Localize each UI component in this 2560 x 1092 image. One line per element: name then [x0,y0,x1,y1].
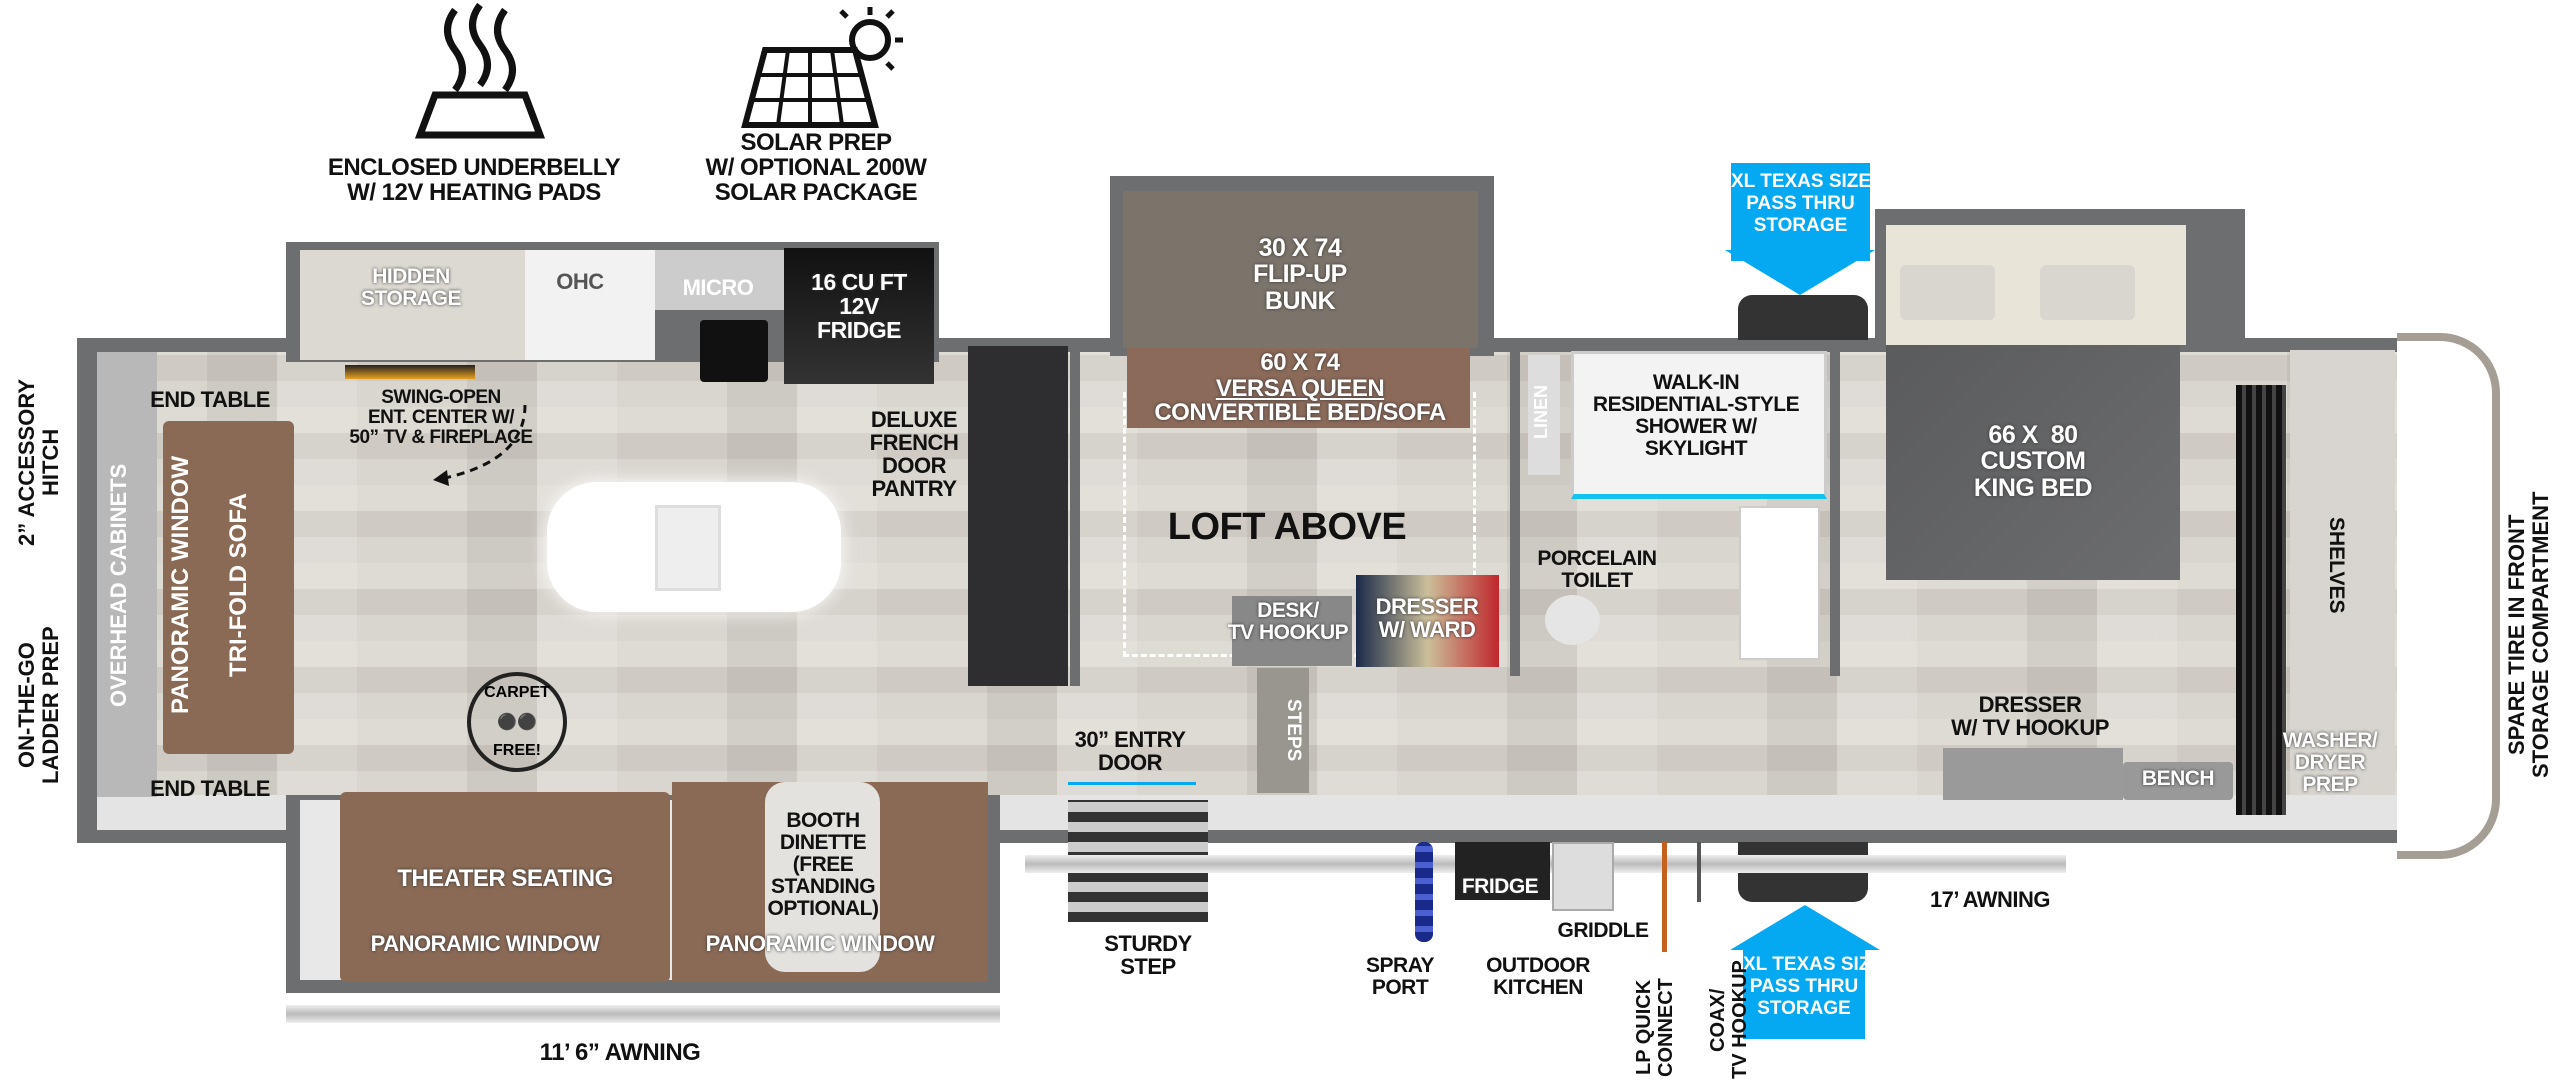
steps [1257,668,1309,793]
king-bed-label: 66 X 80 CUSTOM KING BED [1973,421,2093,502]
closet-doors [2236,385,2286,815]
griddle [1552,842,1614,911]
awning-rear-label: 11’ 6” AWNING [539,1039,701,1066]
storage-door-top [1738,295,1868,340]
fridge-label: 16 CU FT 12V FRIDGE [811,269,907,344]
pillow [2040,265,2135,320]
coax-label: COAX/ TV HOOKUP [1707,960,1751,1080]
pillow [1900,265,1995,320]
hidden-storage-label: HIDDEN STORAGE [361,265,461,311]
sofa-label: TRI-FOLD SOFA [225,493,252,677]
awning-rear [286,1005,1000,1023]
fridge [784,248,934,384]
shower-label: WALK-IN RESIDENTIAL-STYLE SHOWER W/ SKYL… [1592,371,1800,461]
vanity-sink [1739,506,1820,660]
window-right-label: PANORAMIC WINDOW [705,931,935,956]
heating-pads-icon [414,2,546,139]
entry-door-label: 30” ENTRY DOOR [1074,727,1186,776]
spray-port-hose-icon [1415,842,1433,942]
fireplace-icon [345,365,475,379]
shower [1571,351,1827,499]
outdoor-fridge-label: FRIDGE [1461,875,1539,898]
closet [2290,350,2395,795]
underbelly-label: ENCLOSED UNDERBELLY W/ 12V HEATING PADS [327,154,621,207]
storage-top-callout: XL TEXAS SIZE PASS THRU STORAGE [1731,163,1871,261]
loft-above-label: LOFT ABOVE [1167,506,1407,548]
bench-label: BENCH [2141,767,2215,790]
rear-window-label: PANORAMIC WINDOW [167,455,194,715]
linen-closet [1528,355,1560,475]
desk [1232,596,1352,666]
cooktop-icon [700,320,768,382]
versa-name: VERSA QUEEN [1215,375,1385,402]
ent-center-label: SWING-OPEN ENT. CENTER W/ 50” TV & FIREP… [349,387,533,448]
flip-up-bunk [1123,191,1478,348]
microwave [655,250,785,310]
theater-label: THEATER SEATING [397,865,613,892]
micro-label: MICRO [682,275,754,300]
outdoor-kitchen-label: OUTDOOR KITCHEN [1486,954,1590,1000]
pantry-label: DELUXE FRENCH DOOR PANTRY [869,407,959,502]
solar-panel-icon [741,7,903,128]
window-left-label: PANORAMIC WINDOW [370,931,600,956]
versa-size: 60 X 74 [1260,349,1340,376]
steps-label: STEPS [1282,698,1304,762]
bedroom-dresser-label: DRESSER W/ TV HOOKUP [1951,692,2109,741]
spray-port-label: SPRAY PORT [1366,954,1434,1000]
griddle-label: GRIDDLE [1557,919,1650,942]
washer-dryer-label: WASHER/ DRYER PREP [2282,729,2378,797]
awning-main-label: 17’ AWNING [1929,887,2051,912]
king-bed [1886,345,2180,580]
outdoor-fridge [1455,842,1550,900]
versa-queen-bed [1127,348,1470,428]
end-table-top: END TABLE [150,387,270,412]
front-cap [2397,333,2500,859]
interior-wall [1070,346,1080,686]
bedroom-dresser [1943,748,2123,800]
toilet-label: PORCELAIN TOILET [1537,547,1657,593]
bench [2123,762,2233,800]
dresser-wardrobe [1356,575,1499,667]
interior-wall [1510,346,1520,676]
arrow-up-icon [1730,905,1880,950]
coax-cable [1697,842,1701,902]
theater-seating [340,792,670,982]
toilet-icon [1545,595,1600,645]
overhead-cabinets [97,352,157,797]
shelves-label: SHELVES [2325,516,2349,614]
hidden-storage [300,250,525,360]
sink-icon [655,505,721,591]
arrow-down-icon [1725,250,1875,295]
interior-wall [1830,346,1840,676]
ohc [525,250,655,360]
ladder-label: ON-THE-GO LADDER PREP [14,626,64,784]
swing-arrow-icon [433,404,527,486]
booth-label: BOOTH DINETTE (FREE STANDING OPTIONAL) [767,809,880,921]
end-table-bottom: END TABLE [150,776,270,801]
dinette-table [765,782,880,972]
lp-line [1662,842,1667,952]
solar-label: SOLAR PREP W/ OPTIONAL 200W SOLAR PACKAG… [705,129,927,207]
entry-door-marker [1068,782,1196,785]
pantry [968,346,1068,686]
bunk-label: 30 X 74 FLIP-UP BUNK [1253,234,1347,315]
storage-bottom-callout: XL TEXAS SIZE PASS THRU STORAGE [1743,950,1883,1039]
lp-connect-label: LP QUICK CONNECT [1633,978,1677,1077]
linen-label: LINEN [1531,385,1551,440]
spare-tire-label: SPARE TIRE IN FRONT STORAGE COMPARTMENT [2504,491,2554,779]
sofa [163,421,294,754]
ohc-label: OHC [556,269,604,294]
carpet-label: CARPET [484,684,550,701]
hitch-label: 2” ACCESSORY HITCH [14,378,64,546]
footprint-icon: ⚫⚫ [497,714,537,731]
free-label: FREE! [493,742,541,759]
sturdy-step-label: STURDY STEP [1104,931,1192,980]
overhead-cabinets-label: OVERHEAD CABINETS [106,463,131,707]
desk-label: DESK/ TV HOOKUP [1227,599,1349,645]
carpet-free-badge: CARPET ⚫⚫ FREE! [467,672,567,772]
versa-desc: CONVERTIBLE BED/SOFA [1154,399,1446,426]
dresser-ward-label: DRESSER W/ WARD [1375,594,1479,643]
